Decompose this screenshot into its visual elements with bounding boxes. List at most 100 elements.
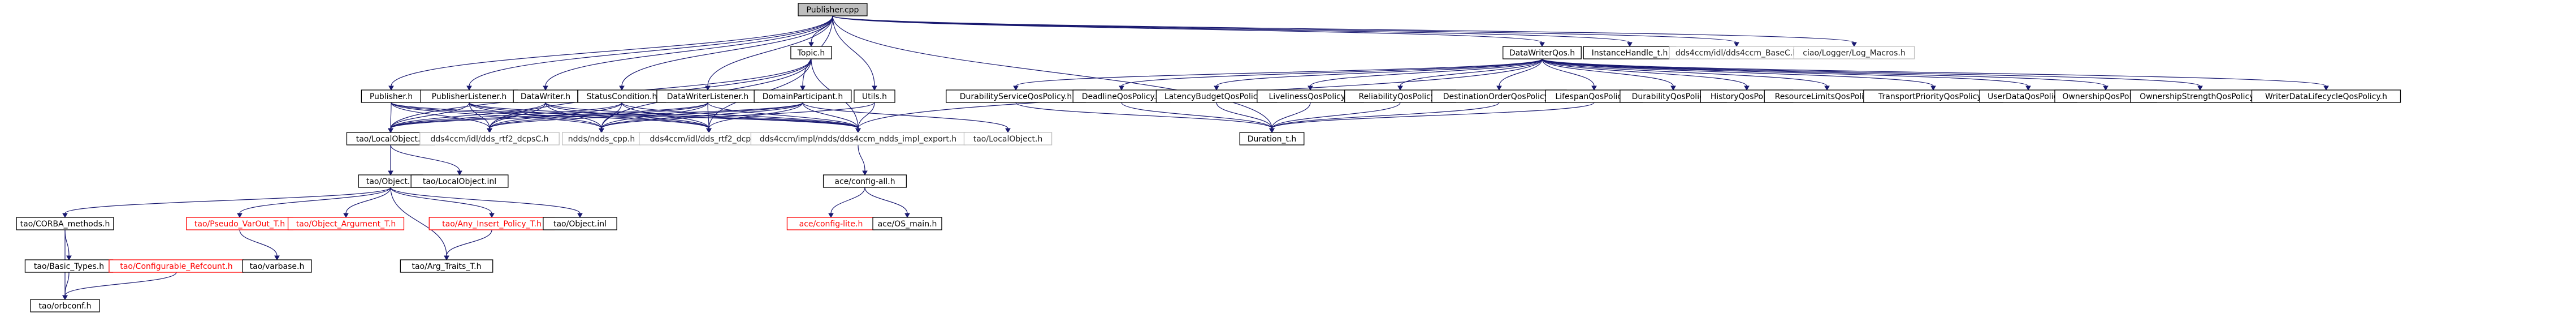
node-tao-any-insert-policy-t-h[interactable]: tao/Any_Insert_Policy_T.h (428, 217, 555, 230)
arrowhead (388, 85, 394, 91)
node-durabilityserviceqospolicy-h[interactable]: DurabilityServiceQosPolicy.h (946, 89, 1086, 103)
arrowhead (1670, 85, 1676, 91)
node-deadlineqospolicy-h[interactable]: DeadlineQosPolicy.h (1072, 89, 1171, 103)
node-box (822, 174, 907, 188)
arrowhead (487, 128, 492, 134)
node-ace-config-all-h[interactable]: ace/config-all.h (822, 174, 907, 188)
dependency-edge (1542, 58, 2106, 87)
node-tao-basic-types-h[interactable]: tao/Basic_Types.h (24, 259, 114, 273)
node-label: tao/Basic_Types.h (34, 262, 104, 271)
dependency-edge (832, 15, 1543, 43)
arrowhead (274, 255, 280, 261)
node-latencybudgetqospolicy-h[interactable]: LatencyBudgetQosPolicy.h (1155, 89, 1278, 103)
dependency-edge (239, 229, 278, 256)
node-instancehandle-t-h[interactable]: InstanceHandle_t.h (1583, 46, 1677, 59)
dependency-edge (1015, 102, 1272, 129)
node-box (854, 89, 895, 103)
node-box (400, 259, 493, 273)
node-ace-os-main-h[interactable]: ace/OS_main.h (872, 217, 942, 230)
node-resourcelimitsqospolicy-h[interactable]: ResourceLimitsQosPolicy.h (1764, 89, 1890, 103)
node-transportpriorityqospolicy-h[interactable]: TransportPriorityQosPolicy.h (1863, 89, 2003, 103)
dependency-edge (1121, 58, 1543, 87)
dependency-edge (1542, 58, 2029, 87)
dependency-edge (601, 102, 803, 129)
node-box (513, 89, 578, 103)
node-ciao-log-macros-h: ciao/Logger/Log_Macros.h (1793, 46, 1915, 59)
node-duration-t-h[interactable]: Duration_t.h (1239, 132, 1305, 145)
node-datawriterlistener-h[interactable]: DataWriterListener.h (656, 89, 759, 103)
node-box (16, 217, 114, 230)
dependency-edge (469, 15, 833, 87)
arrowhead (66, 255, 72, 261)
dependency-edge (489, 102, 803, 129)
dependency-edge (390, 102, 803, 129)
node-statuscondition-h[interactable]: StatusCondition.h (577, 89, 666, 103)
arrowhead (62, 213, 68, 219)
dependency-edge (391, 15, 833, 87)
node-tao-corba-methods-h[interactable]: tao/CORBA_methods.h (16, 217, 114, 230)
arrowhead (808, 42, 814, 48)
node-publisherlistener-h[interactable]: PublisherListener.h (420, 89, 518, 103)
node-reliabilityqospolicy-h[interactable]: ReliabilityQosPolicy.h (1344, 89, 1456, 103)
node-lifespanqospolicy-h[interactable]: LifespanQosPolicy.h (1545, 89, 1643, 103)
node-label: LatencyBudgetQosPolicy.h (1164, 92, 1268, 101)
dependency-edge (390, 102, 546, 129)
node-label: DeadlineQosPolicy.h (1082, 92, 1162, 101)
arrowhead (577, 213, 583, 219)
arrowhead (466, 85, 472, 91)
node-dds-rtf2-dcps-uc-h: dds4ccm/idl/dds_rtf2_dcpsC.h (639, 132, 779, 145)
node-label: LifespanQosPolicy.h (1555, 92, 1633, 101)
node-tao-orbconf-h[interactable]: tao/orbconf.h (30, 299, 100, 312)
node-label: ReliabilityQosPolicy.h (1359, 92, 1442, 101)
node-writerdatalifecycleqospolicy-h[interactable]: WriterDataLifecycleQosPolicy.h (2251, 89, 2401, 103)
arrowhead (1496, 85, 1502, 91)
node-tao-localobject-h[interactable]: tao/LocalObject.h (346, 132, 435, 145)
node-ndds-ndds-cpp-h: ndds/ndds_cpp.h (562, 132, 641, 145)
node-utils-h[interactable]: Utils.h (854, 89, 895, 103)
node-ownershipstrengthqospolicy-h[interactable]: OwnershipStrengthQosPolicy.h (2130, 89, 2270, 103)
node-tao-configurable-refcount-h[interactable]: tao/Configurable_Refcount.h (109, 259, 244, 273)
node-label: OwnershipQosPolicy.h (2062, 92, 2149, 101)
node-tao-pseudo-varout-t-h[interactable]: tao/Pseudo_VarOut_T.h (186, 217, 293, 230)
dependency-edge (1542, 58, 1674, 87)
arrowhead (457, 170, 462, 176)
node-box (410, 174, 509, 188)
node-label: dds4ccm/idl/dds_rtf2_dcpsC.h (430, 135, 548, 144)
node-label: Publisher.cpp (807, 6, 859, 15)
node-tao-localobject-inl[interactable]: tao/LocalObject.inl (410, 174, 509, 188)
dependency-edge (545, 15, 833, 87)
dependency-edge (707, 102, 859, 129)
node-tao-varbase-h[interactable]: tao/varbase.h (242, 259, 312, 273)
arrowhead (1744, 85, 1750, 91)
node-tao-object-inl[interactable]: tao/Object.inl (543, 217, 617, 230)
node-tao-localobject-h2: tao/LocalObject.h (963, 132, 1053, 145)
node-userdataqospolicy-h[interactable]: UserDataQosPolicy.h (1979, 89, 2077, 103)
node-tao-arg-traits-t-h[interactable]: tao/Arg_Traits_T.h (400, 259, 493, 273)
dependency-edge (601, 102, 622, 129)
node-box (1239, 132, 1305, 145)
node-publisher-h[interactable]: Publisher.h (361, 89, 422, 103)
node-domainparticipant-h[interactable]: DomainParticipant.h (754, 89, 852, 103)
dependency-edge (621, 102, 709, 129)
node-datawriterqos-h[interactable]: DataWriterQos.h (1503, 46, 1582, 59)
dependency-edge (390, 102, 470, 129)
node-publisher-cpp[interactable]: Publisher.cpp (798, 3, 868, 16)
node-durabilityqospolicy-h[interactable]: DurabilityQosPolicy.h (1620, 89, 1727, 103)
dependency-edge (830, 187, 865, 214)
node-ace-config-lite-h[interactable]: ace/config-lite.h (786, 217, 876, 230)
arrowhead (619, 85, 625, 91)
dependency-edge (545, 102, 602, 129)
dependency-edge (858, 144, 865, 172)
dependency-edges (62, 15, 2329, 301)
node-topic-h[interactable]: Topic.h (790, 46, 832, 59)
dependency-edge (707, 102, 709, 129)
node-datawriter-h[interactable]: DataWriter.h (513, 89, 578, 103)
node-label: tao/orbconf.h (39, 302, 92, 311)
node-label: dds4ccm/idl/dds4ccm_BaseC.h (1676, 49, 1798, 58)
node-tao-object-argument-t-h[interactable]: tao/Object_Argument_T.h (287, 217, 405, 230)
dependency-edge (1542, 58, 1934, 87)
node-label: OwnershipStrengthQosPolicy.h (2140, 92, 2261, 101)
dependency-edge (1216, 58, 1543, 87)
dependency-edge (832, 15, 1855, 43)
arrowhead (872, 85, 877, 91)
